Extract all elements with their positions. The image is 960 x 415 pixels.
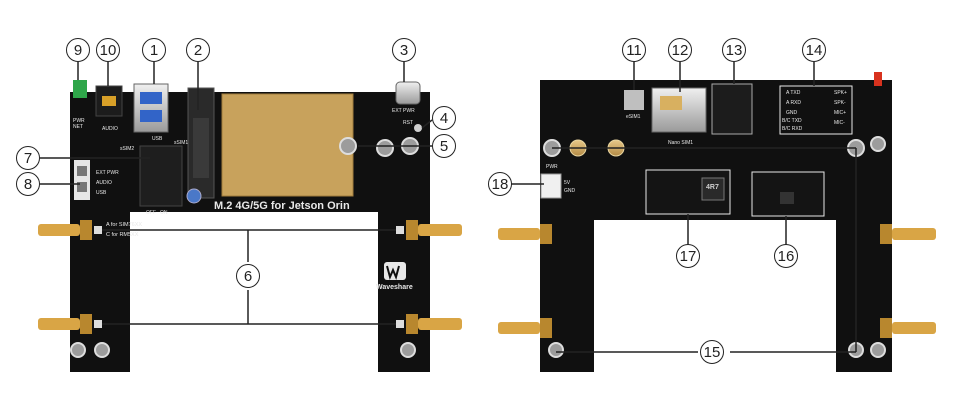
- callout-9: 9: [66, 38, 90, 62]
- leader-lines: [40, 62, 857, 353]
- label-pwr: PWR: [546, 164, 558, 170]
- callout-2: 2: [186, 38, 210, 62]
- callout-18: 18: [488, 172, 512, 196]
- label-ext-pwr: EXT PWR: [392, 108, 415, 114]
- front-board: [38, 80, 462, 372]
- board-title: M.2 4G/5G for Jetson Orin: [214, 200, 350, 212]
- label-5v: 5V: [564, 180, 571, 186]
- callout-12: 12: [668, 38, 692, 62]
- label-a-rxd: A RXD: [786, 100, 802, 106]
- label-inductor: 4R7: [706, 184, 719, 191]
- label-off: OFF: [146, 210, 156, 216]
- pwr-connector: [540, 173, 562, 199]
- callout-15: 15: [700, 340, 724, 364]
- ufl-connector: [396, 226, 404, 234]
- rst-button: [414, 124, 422, 132]
- m2-shield: [222, 94, 353, 196]
- label-switch-usb: USB: [96, 190, 107, 196]
- callout-17: 17: [676, 244, 700, 268]
- back-mount-hole: [870, 136, 886, 152]
- back-mount-hole: [870, 342, 886, 358]
- label-gnd2: GND: [786, 110, 798, 116]
- esim-chip: [624, 90, 644, 110]
- label-switch-audio: AUDIO: [96, 180, 112, 186]
- label-mic-p: MIC+: [834, 110, 847, 116]
- callout-10: 10: [96, 38, 120, 62]
- front-mount-hole: [376, 139, 394, 157]
- back-antenna-br: [880, 318, 936, 338]
- callout-4: 4: [432, 106, 456, 130]
- label-usb: USB: [152, 136, 163, 142]
- pin-header-14: [779, 85, 853, 135]
- callout-5: 5: [432, 134, 456, 158]
- capacitor: [186, 188, 202, 204]
- label-sim1: sSIM1: [174, 140, 189, 146]
- front-antenna-br: [406, 314, 462, 334]
- front-mount-hole: [70, 342, 86, 358]
- label-antenna-c: C for RM5XX: [106, 232, 139, 238]
- front-mount-hole: [339, 137, 357, 155]
- callout-8: 8: [16, 172, 40, 196]
- label-audio: AUDIO: [102, 126, 118, 132]
- waveshare-logo-mark: [384, 262, 406, 280]
- back-antenna-tl: [498, 224, 552, 244]
- label-bc-txd: B/C TXD: [782, 118, 802, 124]
- label-bc-rxd: B/C RXD: [782, 126, 803, 132]
- label-spk-n: SPK-: [834, 100, 846, 106]
- callout-1: 1: [142, 38, 166, 62]
- pin-header-13: [711, 83, 753, 135]
- label-rst: RST: [403, 120, 413, 126]
- label-spk-p: SPK+: [834, 90, 847, 96]
- label-on: ON: [160, 210, 168, 216]
- label-a-txd: A TXD: [786, 90, 801, 96]
- usb-c-ext-pwr: [395, 81, 421, 105]
- front-antenna-tl: [38, 220, 92, 240]
- front-mount-hole: [94, 342, 110, 358]
- callout-16: 16: [774, 244, 798, 268]
- label-sim2: sSIM2: [120, 146, 135, 152]
- ufl-connector: [94, 320, 102, 328]
- ufl-connector: [396, 320, 404, 328]
- front-antenna-bl: [38, 314, 92, 334]
- callout-13: 13: [722, 38, 746, 62]
- pwr-net-header: [73, 80, 87, 98]
- back-antenna-bl: [498, 318, 552, 338]
- label-mic-n: MIC-: [834, 120, 845, 126]
- callout-3: 3: [392, 38, 416, 62]
- front-mount-hole: [400, 342, 416, 358]
- brand-label: Waveshare: [376, 284, 413, 291]
- inductor: [701, 177, 725, 201]
- label-gnd: GND: [564, 188, 576, 194]
- usb-a-port: [133, 83, 169, 133]
- ufl-connector: [94, 226, 102, 234]
- label-nano-sim: Nano SIM1: [668, 140, 694, 146]
- callout-14: 14: [802, 38, 826, 62]
- label-switch-ext-pwr: EXT PWR: [96, 170, 119, 176]
- label-antenna-a: A for SIM76XX: [106, 222, 143, 228]
- label-esim: eSIM1: [626, 114, 641, 120]
- back-antenna-tr: [880, 224, 936, 244]
- back-mount-hole: [548, 342, 564, 358]
- label-pwr-net: PWR NET: [73, 118, 85, 130]
- callout-11: 11: [622, 38, 646, 62]
- front-antenna-tr: [406, 220, 462, 240]
- callout-6: 6: [236, 264, 260, 288]
- back-pcb: [540, 80, 892, 372]
- back-board: [498, 72, 936, 372]
- callout-7: 7: [16, 146, 40, 170]
- dip-switch-area: [139, 145, 183, 207]
- red-led: [874, 72, 882, 86]
